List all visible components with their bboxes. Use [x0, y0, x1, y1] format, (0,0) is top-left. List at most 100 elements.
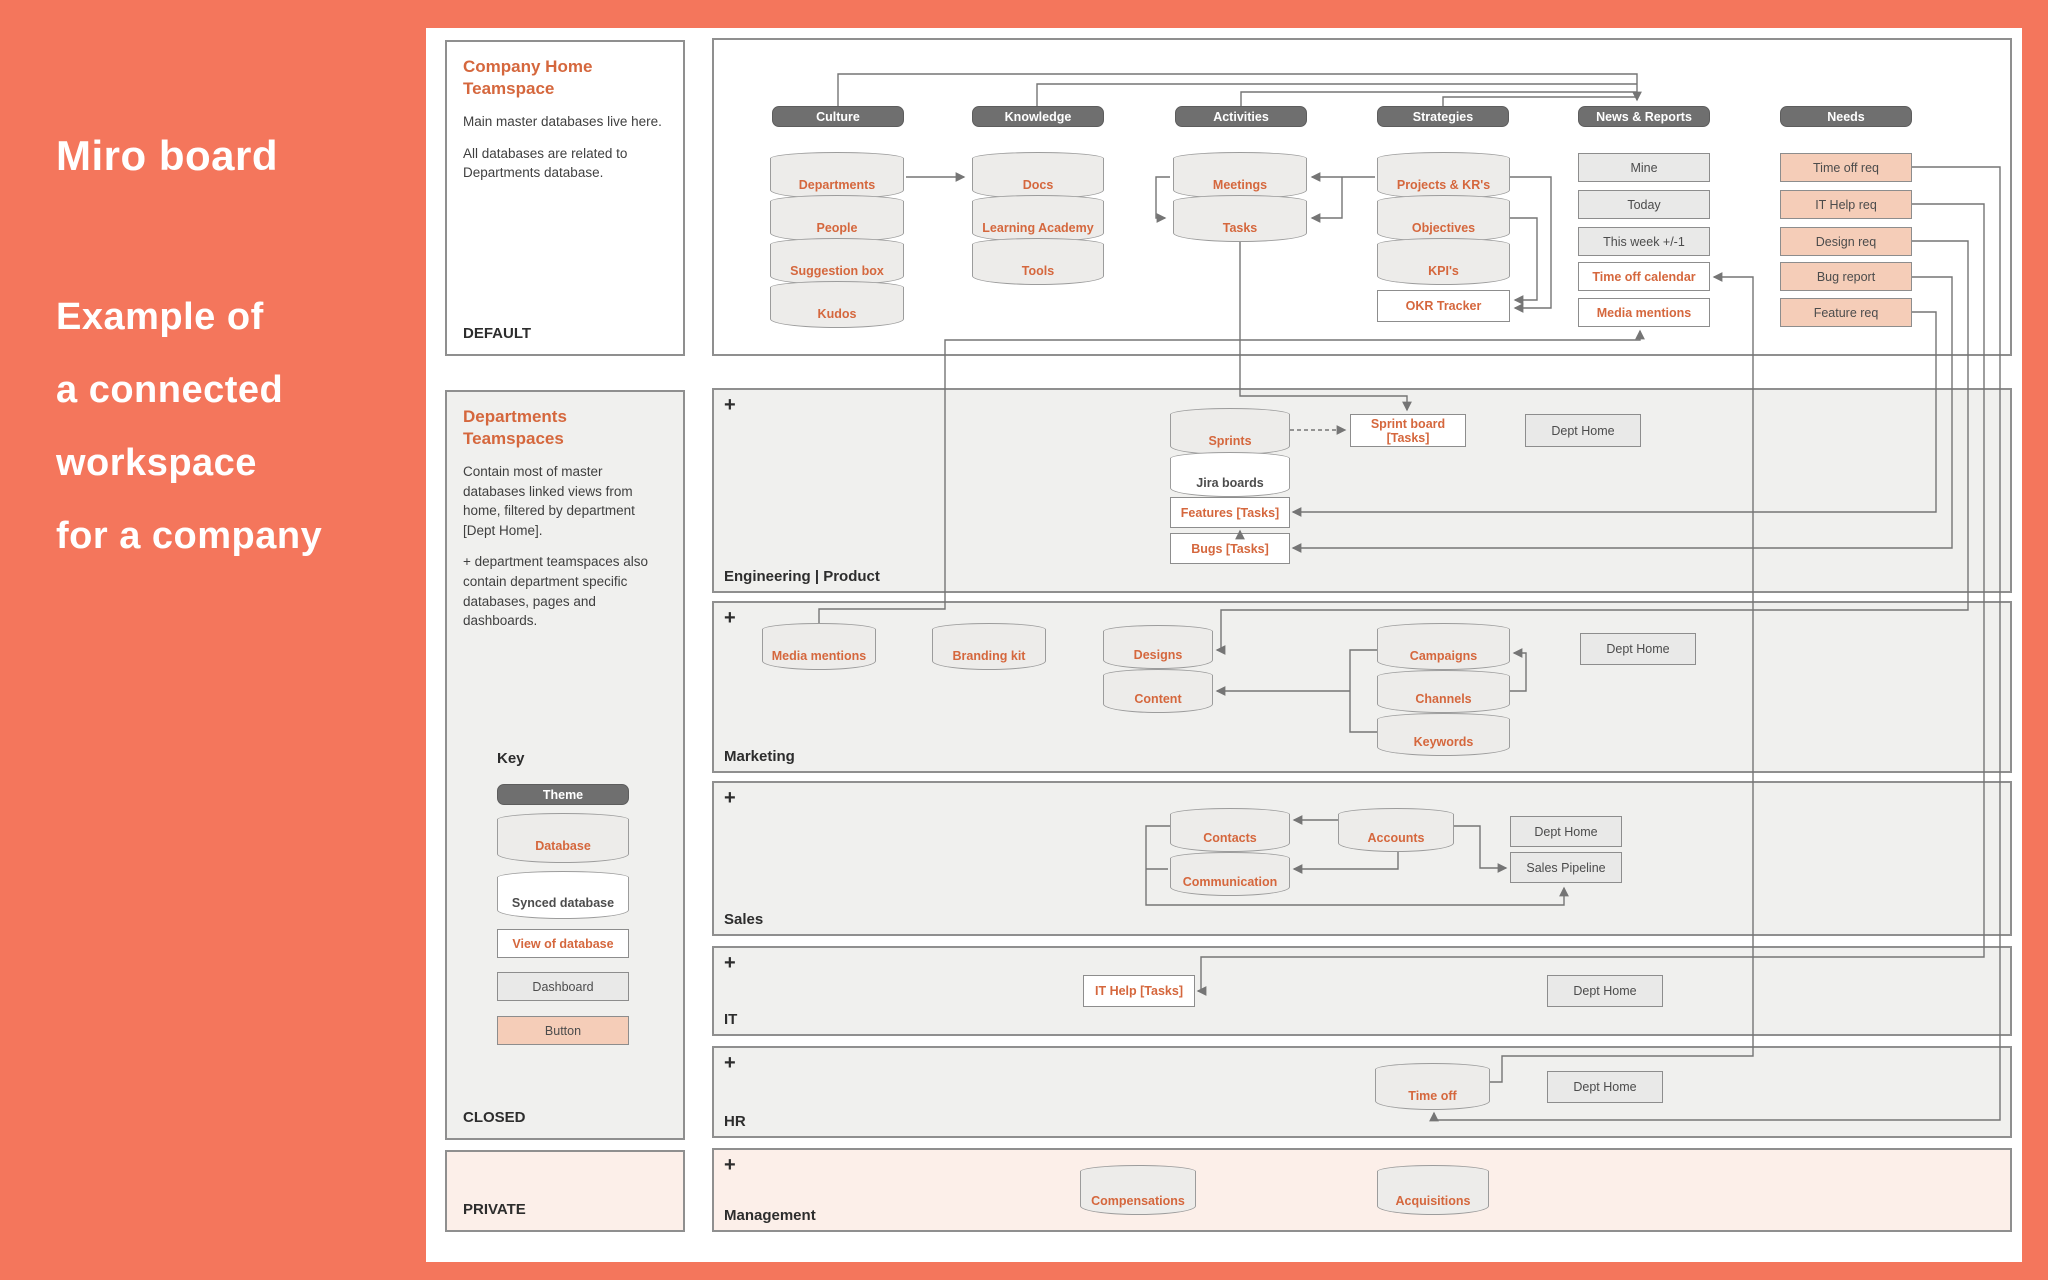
- dashboard-dept-home-engineering[interactable]: Dept Home: [1525, 414, 1641, 447]
- db-compensations[interactable]: Compensations: [1080, 1165, 1196, 1215]
- row-label-marketing: Marketing: [724, 748, 795, 765]
- departments-panel[interactable]: Departments Teamspaces Contain most of m…: [445, 390, 685, 1140]
- db-label: Departments: [798, 178, 876, 192]
- db-keywords[interactable]: Keywords: [1377, 713, 1510, 756]
- key-dashboard[interactable]: Dashboard: [497, 972, 629, 1001]
- db-tasks[interactable]: Tasks: [1173, 195, 1307, 242]
- db-media-mentions[interactable]: Media mentions: [762, 623, 876, 670]
- db-campaigns[interactable]: Campaigns: [1377, 623, 1510, 670]
- theme-needs[interactable]: Needs: [1780, 106, 1912, 127]
- button-feature-req[interactable]: Feature req: [1780, 298, 1912, 327]
- button-time-off-req[interactable]: Time off req: [1780, 153, 1912, 182]
- company-home-panel[interactable]: Company Home Teamspace Main master datab…: [445, 40, 685, 356]
- row-label-sales: Sales: [724, 911, 764, 928]
- db-acquisitions[interactable]: Acquisitions: [1377, 1165, 1489, 1215]
- key-synced-database-shape[interactable]: Synced database: [497, 871, 629, 919]
- db-label: KPI's: [1428, 264, 1459, 278]
- db-label: Accounts: [1367, 831, 1425, 845]
- view-it-help-tasks[interactable]: IT Help [Tasks]: [1083, 975, 1195, 1007]
- db-departments[interactable]: Departments: [770, 152, 904, 199]
- db-label: Campaigns: [1409, 649, 1478, 663]
- db-channels[interactable]: Channels: [1377, 670, 1510, 713]
- db-docs[interactable]: Docs: [972, 152, 1104, 199]
- dashboard-dept-home-marketing[interactable]: Dept Home: [1580, 633, 1696, 665]
- db-communication[interactable]: Communication: [1170, 852, 1290, 896]
- row-label-engineering: Engineering | Product: [724, 568, 880, 585]
- view-sprint-board-tasks[interactable]: Sprint board [Tasks]: [1350, 414, 1466, 447]
- dashboard-sales-pipeline[interactable]: Sales Pipeline: [1510, 852, 1622, 883]
- db-label: Acquisitions: [1395, 1194, 1471, 1208]
- db-designs[interactable]: Designs: [1103, 625, 1213, 669]
- page-subtitle-line: a connected: [56, 369, 284, 411]
- db-label: Designs: [1133, 648, 1183, 662]
- key-view-of-database[interactable]: View of database: [497, 929, 629, 958]
- db-kpis[interactable]: KPI's: [1377, 238, 1510, 285]
- button-design-req[interactable]: Design req: [1780, 227, 1912, 256]
- departments-title: Departments Teamspaces: [463, 407, 567, 449]
- expand-plus-icon[interactable]: +: [724, 1154, 736, 1176]
- view-mine[interactable]: Mine: [1578, 153, 1710, 182]
- row-label-it: IT: [724, 1011, 738, 1028]
- dashboard-dept-home-it[interactable]: Dept Home: [1547, 975, 1663, 1007]
- db-label: People: [816, 221, 858, 235]
- view-okr-tracker[interactable]: OKR Tracker: [1377, 290, 1510, 322]
- db-time-off[interactable]: Time off: [1375, 1063, 1490, 1110]
- expand-plus-icon[interactable]: +: [724, 607, 736, 629]
- company-home-text: Main master databases live here.: [463, 114, 662, 130]
- expand-plus-icon[interactable]: +: [724, 394, 736, 416]
- row-marketing: + Marketing: [712, 601, 2012, 773]
- db-contacts[interactable]: Contacts: [1170, 808, 1290, 852]
- cylinder-body: [497, 877, 629, 919]
- theme-culture[interactable]: Culture: [772, 106, 904, 127]
- private-panel[interactable]: PRIVATE: [445, 1150, 685, 1232]
- company-home-text: All databases are related to Departments…: [463, 145, 628, 181]
- expand-plus-icon[interactable]: +: [724, 952, 736, 974]
- view-today[interactable]: Today: [1578, 190, 1710, 219]
- view-media-mentions[interactable]: Media mentions: [1578, 298, 1710, 327]
- db-label: Tools: [1021, 264, 1055, 278]
- db-kudos[interactable]: Kudos: [770, 281, 904, 328]
- dashboard-dept-home-sales[interactable]: Dept Home: [1510, 816, 1622, 847]
- db-label: Communication: [1182, 875, 1278, 889]
- db-branding-kit[interactable]: Branding kit: [932, 623, 1046, 670]
- theme-knowledge[interactable]: Knowledge: [972, 106, 1104, 127]
- page-subtitle-line: for a company: [56, 515, 323, 557]
- row-sales: + Sales: [712, 781, 2012, 936]
- view-bugs-tasks[interactable]: Bugs [Tasks]: [1170, 533, 1290, 564]
- db-people[interactable]: People: [770, 195, 904, 242]
- db-accounts[interactable]: Accounts: [1338, 808, 1454, 852]
- row-it: + IT: [712, 946, 2012, 1036]
- db-jira-boards[interactable]: Jira boards: [1170, 452, 1290, 497]
- db-content[interactable]: Content: [1103, 669, 1213, 713]
- theme-strategies[interactable]: Strategies: [1377, 106, 1509, 127]
- db-sprints[interactable]: Sprints: [1170, 408, 1290, 455]
- theme-news-reports[interactable]: News & Reports: [1578, 106, 1710, 127]
- theme-activities[interactable]: Activities: [1175, 106, 1307, 127]
- expand-plus-icon[interactable]: +: [724, 787, 736, 809]
- page-subtitle-line: workspace: [56, 442, 257, 484]
- db-objectives[interactable]: Objectives: [1377, 195, 1510, 242]
- db-learning-academy[interactable]: Learning Academy: [972, 195, 1104, 242]
- db-tools[interactable]: Tools: [972, 238, 1104, 285]
- button-it-help-req[interactable]: IT Help req: [1780, 190, 1912, 219]
- db-label: Sprints: [1208, 434, 1252, 448]
- db-suggestion-box[interactable]: Suggestion box: [770, 238, 904, 285]
- view-features-tasks[interactable]: Features [Tasks]: [1170, 497, 1290, 528]
- db-meetings[interactable]: Meetings: [1173, 152, 1307, 199]
- key-button[interactable]: Button: [497, 1016, 629, 1045]
- view-this-week[interactable]: This week +/-1: [1578, 227, 1710, 256]
- db-projects-krs[interactable]: Projects & KR's: [1377, 152, 1510, 199]
- view-time-off-calendar[interactable]: Time off calendar: [1578, 262, 1710, 291]
- key-synced-database-label: Synced database: [511, 896, 615, 910]
- key-database-shape[interactable]: Database: [497, 813, 629, 863]
- db-label: Learning Academy: [982, 221, 1094, 235]
- departments-text: + department teamspaces also contain dep…: [463, 554, 648, 629]
- departments-text: Contain most of master databases linked …: [463, 464, 635, 538]
- key-theme-pill[interactable]: Theme: [497, 784, 629, 805]
- expand-plus-icon[interactable]: +: [724, 1052, 736, 1074]
- button-bug-report[interactable]: Bug report: [1780, 262, 1912, 291]
- dashboard-dept-home-hr[interactable]: Dept Home: [1547, 1071, 1663, 1103]
- cylinder-body: [497, 819, 629, 863]
- default-section-label: DEFAULT: [463, 325, 532, 342]
- db-label: Media mentions: [771, 649, 867, 663]
